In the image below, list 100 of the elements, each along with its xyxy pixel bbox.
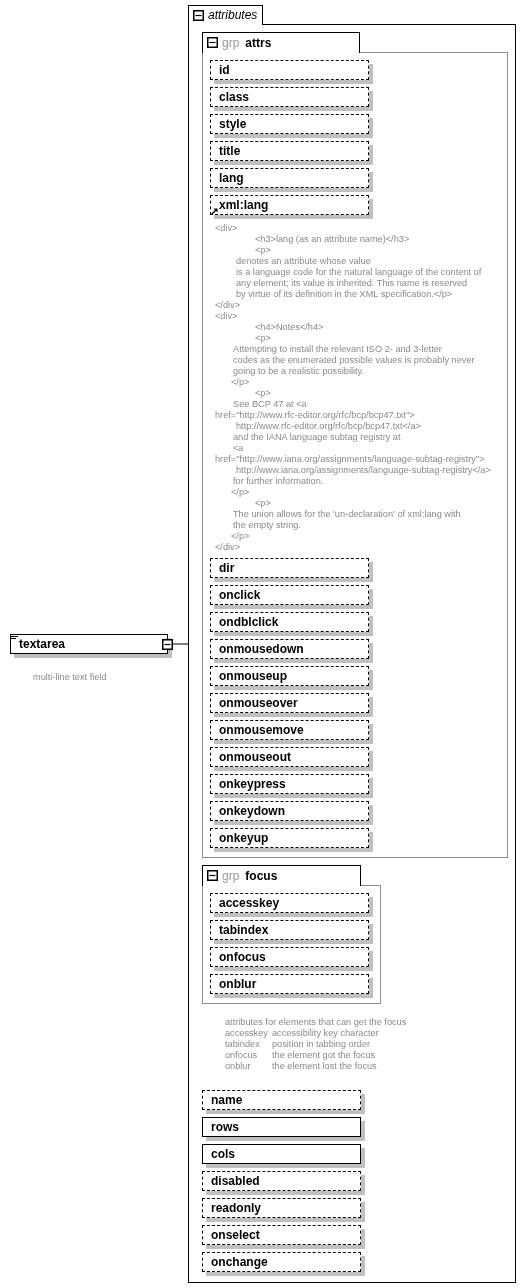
annotation-text: for further information. (233, 476, 324, 487)
attribute-name: style (219, 117, 247, 131)
annotation-text: attributes for elements that can get the focus (225, 1017, 407, 1028)
group-name: attrs (245, 35, 272, 50)
attribute-box (210, 87, 373, 111)
attribute-box (210, 974, 373, 998)
attribute-box (210, 612, 373, 636)
attribute-name: lang (219, 171, 244, 185)
attribute-box (202, 1144, 365, 1168)
attribute-name: dir (219, 561, 235, 575)
attribute-name: rows (211, 1120, 239, 1134)
attribute-name: onmousemove (219, 723, 304, 737)
attribute-name: onchange (211, 1255, 268, 1269)
attribute-name: tabindex (219, 923, 269, 937)
annotation-text: href="http://www.iana.org/assignments/language-subtag-registry"> (215, 454, 485, 465)
annotation-text: <p> (255, 498, 271, 509)
attribute-box (210, 893, 373, 917)
annotation-term: accesskey (225, 1028, 268, 1039)
attribute-name: onblur (219, 977, 257, 991)
attribute-box (210, 195, 373, 219)
attribute-box (210, 947, 373, 971)
annotation-text: </p> (231, 487, 250, 498)
attribute-box (210, 920, 373, 944)
attribute-name: xml:lang (219, 198, 269, 212)
annotation-text: denotes an attribute whose value (236, 256, 371, 267)
annotation-text: The union allows for the 'un-declaration' of xml:lang with (233, 509, 461, 520)
annotation-text: position in tabbing order (272, 1039, 371, 1050)
annotation-text: the element got the focus (272, 1050, 376, 1061)
attribute-name: accesskey (219, 896, 280, 910)
attribute-name: ondblclick (219, 615, 279, 629)
annotation-text: http://www.rfc-editor.org/rfc/bcp/bcp47.txt</a> (236, 421, 421, 432)
group-kind-label: grp (222, 35, 240, 50)
attribute-name: class (219, 90, 250, 104)
annotation-text: See BCP 47 at <a (233, 399, 307, 410)
annotation-text: is a language code for the natural language of the content of (236, 267, 482, 278)
attribute-box (210, 693, 373, 717)
annotation-text: accessibility key character (272, 1028, 379, 1039)
attribute-name: onmouseout (219, 750, 291, 764)
attribute-name: onfocus (219, 950, 266, 964)
annotation-text: </p> (231, 531, 250, 542)
annotation-text: href="http://www.rfc-editor.org/rfc/bcp/bcp47.txt"> (215, 410, 415, 421)
attribute-name: readonly (211, 1201, 261, 1215)
attribute-name: name (211, 1093, 243, 1107)
attribute-name: onmouseover (219, 696, 298, 710)
attribute-name: cols (211, 1147, 235, 1161)
group-frame (202, 32, 508, 858)
annotation-text: <p> (255, 388, 271, 399)
element-box (10, 634, 173, 658)
annotation-term: onfocus (225, 1050, 258, 1061)
annotation-text: <a (233, 443, 244, 454)
attribute-name: title (219, 144, 241, 158)
annotation-text: <div> (215, 223, 238, 234)
attribute-box (210, 60, 373, 84)
attribute-box (210, 639, 373, 663)
group-frame (188, 5, 516, 1283)
attribute-box (210, 114, 373, 138)
annotation-text: </div> (215, 300, 241, 311)
attribute-box (202, 1117, 365, 1141)
group-kind-label: grp (222, 868, 240, 883)
attribute-box (210, 558, 373, 582)
attribute-box (202, 1198, 365, 1222)
annotation-text: http://www.iana.org/assignments/language-subtag-registry</a> (236, 465, 491, 476)
annotation-text: multi-line text field (33, 672, 107, 683)
annotation-text: and the IANA language subtag registry at (233, 432, 401, 443)
attribute-box (210, 666, 373, 690)
attribute-box (202, 1252, 365, 1276)
attribute-box (210, 747, 373, 771)
annotation-text: <p> (255, 245, 271, 256)
attribute-box (202, 1090, 365, 1114)
element-name: textarea (19, 637, 66, 651)
attribute-name: id (219, 63, 230, 77)
annotation-text: <div> (215, 311, 238, 322)
annotation-text: any element; its value is inherited. This name is reserved (236, 278, 468, 289)
attribute-name: onkeyup (219, 831, 269, 845)
annotation-text: the element lost the focus (272, 1061, 377, 1072)
connector-line (172, 643, 189, 645)
annotation-text: codes as the enumerated possible values is probably never (233, 355, 475, 366)
annotation-text: by virtue of its definition in the XML specification.</p> (236, 289, 453, 300)
attribute-name: onclick (219, 588, 261, 602)
attribute-name: disabled (211, 1174, 260, 1188)
annotation-text: going to be a realistic possibility. (233, 366, 365, 377)
annotation-text: Attempting to install the relevant ISO 2- and 3-letter (233, 344, 442, 355)
attribute-name: onkeydown (219, 804, 285, 818)
attribute-name: onmousedown (219, 642, 304, 656)
annotation-term: onblur (225, 1061, 251, 1072)
annotation-text: the empty string. (233, 520, 301, 531)
attribute-name: onkeypress (219, 777, 286, 791)
attribute-box (210, 801, 373, 825)
attribute-box (202, 1171, 365, 1195)
group-label: attributes (208, 8, 258, 22)
group-name: focus (245, 868, 278, 883)
annotation-text: </p> (231, 377, 250, 388)
attribute-box (210, 141, 373, 165)
attribute-box (210, 828, 373, 852)
attribute-box (210, 168, 373, 192)
annotation-text: <p> (255, 333, 271, 344)
attribute-name: onselect (211, 1228, 260, 1242)
annotation-text: <h4>Notes</h4> (255, 322, 324, 333)
attribute-box (210, 774, 373, 798)
annotation-term: tabindex (225, 1039, 260, 1050)
